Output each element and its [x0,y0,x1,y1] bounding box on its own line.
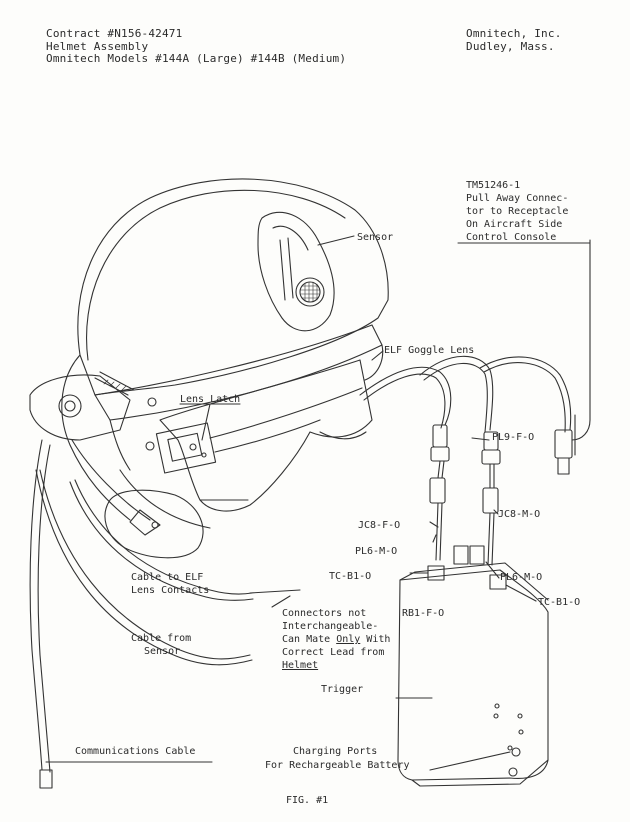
connectors-note-line3: Can Mate Only With [282,634,390,645]
charging-port [511,747,521,757]
cable-from-sensor [39,469,251,660]
console-note-line3: tor to Receptacle [466,206,568,217]
cable-to-elf-contacts [74,479,253,595]
pl9-label: PL9-F-O [492,432,534,443]
tm51246-connector [554,429,573,459]
communications-cable [29,439,43,771]
tc-connector-left [427,565,445,581]
ear-cup [104,489,204,559]
company-location: Dudley, Mass. [466,39,555,53]
header-right-block: Omnitech, Inc. Dudley, Mass. [466,28,562,53]
helmet-shell [77,178,389,396]
helmet-shell-inner [86,189,346,361]
model-numbers: Omnitech Models #144A (Large) #144B (Med… [46,52,347,65]
connectors-note-emphasis: Only [336,634,360,645]
jc8-f-label: JC8-F-O [358,520,400,531]
trigger-label: Trigger [321,684,363,695]
mount-knob [58,394,82,418]
elf-goggle-lens-label: ELF Goggle Lens [384,345,474,356]
cable-sensor-label-line1: Cable from [131,633,191,644]
charging-ports-line2: For Rechargeable Battery [265,760,410,771]
connectors-note-line2: Interchangeable- [282,621,378,632]
cable-to-console [479,356,572,431]
jc8-m-connector [429,477,446,504]
jc8-f-connector [432,424,448,448]
cable-elf-label-line2: Lens Contacts [131,585,209,596]
tc-label-left: TC-B1-O [329,571,371,582]
pl6-m-label-right: PL6-M-O [500,572,542,583]
lens-latch-label: Lens Latch [180,394,240,405]
connectors-note-line3-prefix: Can Mate [282,634,336,645]
pl6-connector-left [453,545,469,565]
figure-caption: FIG. #1 [286,795,328,806]
lens-latch [155,422,217,474]
contract-number: Contract #N156-42471 [46,27,183,40]
console-note-line5: Control Console [466,232,556,243]
pl6-connector-right [469,545,485,565]
sensor-label: Sensor [357,232,393,243]
sensor-housing [257,211,335,332]
connectors-note-line4: Correct Lead from [282,647,384,658]
helmet-rear [61,354,131,521]
jc8-m-label: JC8-M-O [498,509,540,520]
battery-box [397,569,549,781]
cable-elf-label-line1: Cable to ELF [131,572,203,583]
pl6-m-label-left: PL6-M-O [355,546,397,557]
tc-label-right: TC-B1-O [538,597,580,608]
console-note-line4: On Aircraft Side [466,219,562,230]
header-left-block: Contract #N156-42471 Helmet Assembly Omn… [46,28,346,66]
rb1-label: RB1-F-O [402,608,444,619]
assembly-title: Helmet Assembly [46,39,149,53]
sensor-element [295,277,325,307]
side-mount [29,374,131,441]
communications-cable-label: Communications Cable [75,746,195,757]
connectors-note-line3-suffix: With [360,634,390,645]
console-note-line1: TM51246-1 [466,180,520,191]
console-note-line2: Pull Away Connec- [466,193,568,204]
cable-to-pl9 [419,355,494,431]
charging-ports-line1: Charging Ports [293,746,377,757]
connectors-note-line5: Helmet [282,660,318,671]
company-name: Omnitech, Inc. [466,27,562,40]
cable-to-elf-lens [359,366,452,426]
connectors-note-line1: Connectors not [282,608,366,619]
tc-connector-right [489,574,507,590]
cable-sensor-label-line2: Sensor [144,646,180,657]
elf-goggle-lens [159,359,373,512]
